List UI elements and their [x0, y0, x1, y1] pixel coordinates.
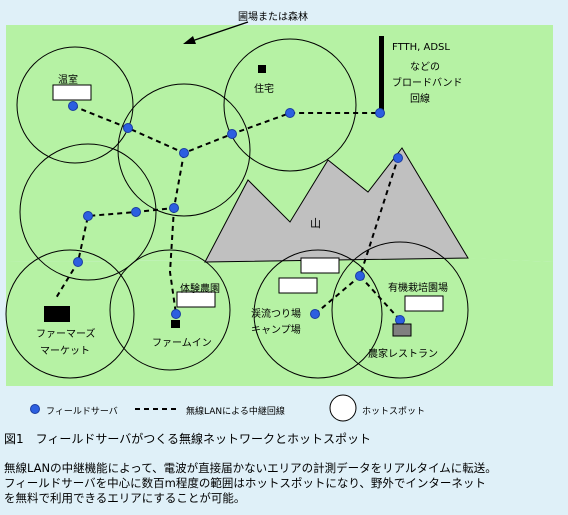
- experience-farm-label: 体験農園: [180, 284, 220, 295]
- farmers-market-label-2: マーケット: [40, 346, 90, 357]
- hotspot-circle: [253, 249, 383, 379]
- field-server-icon[interactable]: [73, 257, 83, 267]
- hotspot-box: [300, 257, 340, 274]
- top-arrow: [185, 21, 249, 44]
- greenhouse-box: [52, 84, 92, 101]
- legend-server-icon: [30, 404, 40, 414]
- field-server-icon[interactable]: [393, 153, 403, 163]
- top-arrow-head: [183, 36, 196, 44]
- restaurant-marker: [392, 323, 412, 337]
- broadband-label-3: ブロードバンド: [392, 78, 463, 89]
- hotspot-circle: [331, 241, 469, 379]
- hotspot-circle: [19, 143, 157, 281]
- relay-link: [168, 207, 177, 315]
- fishing-label-1: 渓流つり場: [251, 309, 301, 320]
- field-server-icon[interactable]: [227, 129, 237, 139]
- description-line-2: フィールドサーバを中心に数百m程度の範囲はホットスポットになり、野外でインターネ…: [4, 476, 486, 490]
- hotspot-circles: [5, 38, 469, 379]
- organic-farm-box: [404, 295, 444, 312]
- fishing-label-2: キャンプ場: [251, 325, 301, 336]
- broadband-label-2: などの: [410, 62, 440, 73]
- house-marker: [258, 65, 266, 73]
- farmers-market-label-1: ファーマーズ: [36, 329, 96, 340]
- house-label: 住宅: [254, 84, 274, 95]
- hotspot-circle: [5, 249, 135, 379]
- hotspot-circle: [117, 83, 251, 217]
- legend-relay-label: 無線LANによる中継回線: [186, 407, 285, 417]
- field-server-icon[interactable]: [169, 203, 179, 213]
- mountain: [204, 147, 469, 263]
- field-server-icon[interactable]: [171, 309, 181, 319]
- description-line-1: 無線LANの中継機能によって、電波が直接届かないエリアの計測データをリアルタイム…: [4, 461, 497, 475]
- mountain-label: 山: [310, 217, 321, 230]
- legend-server-label: フィールドサーバ: [46, 407, 118, 417]
- relay-link: [359, 275, 401, 321]
- fishing-box: [278, 277, 318, 294]
- broadband-label-1: FTTH, ADSL: [392, 42, 450, 53]
- label-boxes: [52, 84, 444, 312]
- farmhouse-restaurant-label: 農家レストラン: [368, 349, 438, 360]
- legend-hotspot-label: ホットスポット: [362, 407, 426, 417]
- experience-farm-box: [176, 291, 216, 308]
- relay-link: [72, 105, 380, 155]
- legend-hotspot-circle: [329, 394, 357, 422]
- field-server-icon[interactable]: [395, 315, 405, 325]
- organic-farm-label: 有機栽培園場: [388, 283, 448, 294]
- field-server-icon[interactable]: [310, 309, 320, 319]
- field-server-icon[interactable]: [123, 123, 133, 133]
- field-server-icon[interactable]: [179, 148, 189, 158]
- field-server-icon[interactable]: [375, 108, 385, 118]
- broadband-line: [379, 36, 384, 116]
- market-marker: [44, 306, 70, 322]
- field-server-icon[interactable]: [131, 207, 141, 217]
- field-server-icon[interactable]: [68, 101, 78, 111]
- farm-inn-marker: [171, 320, 180, 328]
- figure-caption: 図1 フィールドサーバがつくる無線ネットワークとホットスポット: [4, 432, 372, 446]
- top-label: 圃場または森林: [238, 12, 308, 23]
- farm-inn-label: ファームイン: [152, 338, 212, 349]
- field-area-lower: [6, 258, 553, 386]
- relay-link: [55, 152, 185, 299]
- description-line-3: を無料で利用できるエリアにすることが可能。: [4, 491, 246, 505]
- hotspot-circle: [16, 46, 134, 164]
- broadband-label-4: 回線: [410, 94, 430, 105]
- hotspot-circle: [223, 38, 357, 172]
- field-server-icon[interactable]: [355, 271, 365, 281]
- field-server-icon[interactable]: [83, 211, 93, 221]
- field-server-icon[interactable]: [285, 108, 295, 118]
- hotspot-circle: [109, 249, 231, 371]
- field-servers: [68, 101, 405, 325]
- greenhouse-label: 温室: [58, 75, 78, 86]
